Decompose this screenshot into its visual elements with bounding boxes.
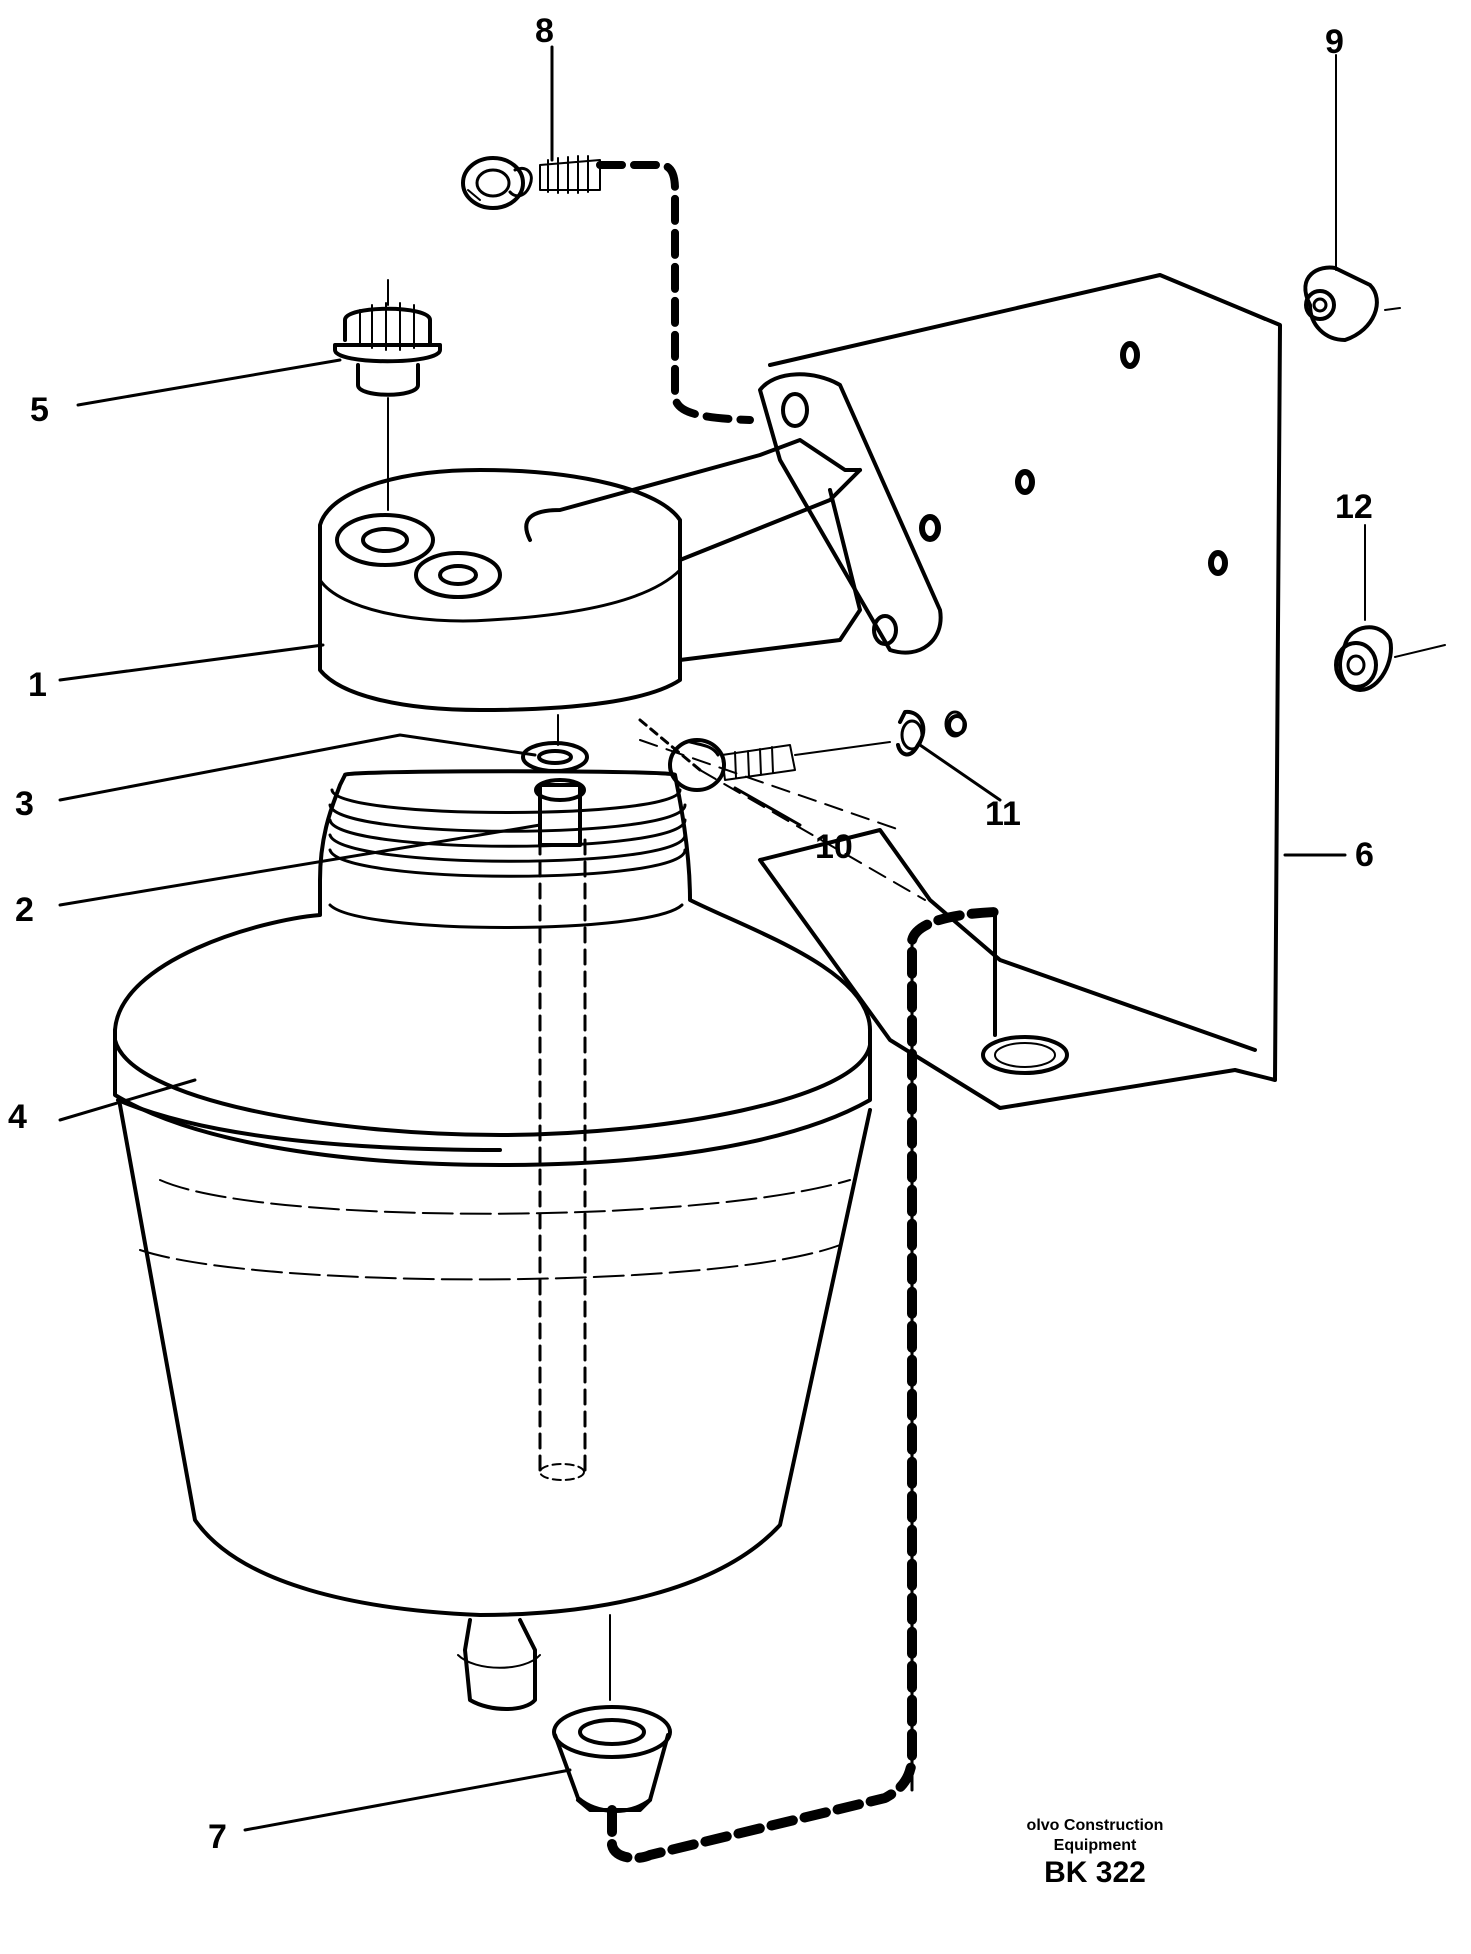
caption-code: BK 322 xyxy=(1044,1856,1146,1889)
label-part-7: 7 xyxy=(208,1818,227,1856)
reservoir-tank xyxy=(113,769,872,1711)
label-part-1: 1 xyxy=(28,666,47,704)
label-part-6: 6 xyxy=(1355,836,1374,874)
leader-lines xyxy=(58,45,1347,1832)
spacer-12 xyxy=(1334,524,1446,692)
label-part-9: 9 xyxy=(1325,23,1344,61)
filler-head xyxy=(318,372,943,772)
label-part-5: 5 xyxy=(30,391,49,429)
nut-9 xyxy=(1303,54,1401,342)
bracket xyxy=(639,273,1282,1110)
caption-equipment: Equipment xyxy=(1053,1837,1137,1854)
label-part-10: 10 xyxy=(815,828,853,866)
label-part-11: 11 xyxy=(985,795,1021,833)
screw-top xyxy=(461,155,754,424)
label-part-3: 3 xyxy=(15,785,34,823)
screw-and-washers xyxy=(668,709,966,792)
grommet xyxy=(552,1705,672,1813)
cap xyxy=(333,279,442,511)
label-part-12: 12 xyxy=(1335,488,1373,526)
label-part-8: 8 xyxy=(535,12,554,50)
caption-brand: olvo Construction xyxy=(1026,1817,1164,1834)
label-part-4: 4 xyxy=(8,1098,27,1136)
hose xyxy=(607,907,1000,1863)
label-part-2: 2 xyxy=(15,891,34,929)
